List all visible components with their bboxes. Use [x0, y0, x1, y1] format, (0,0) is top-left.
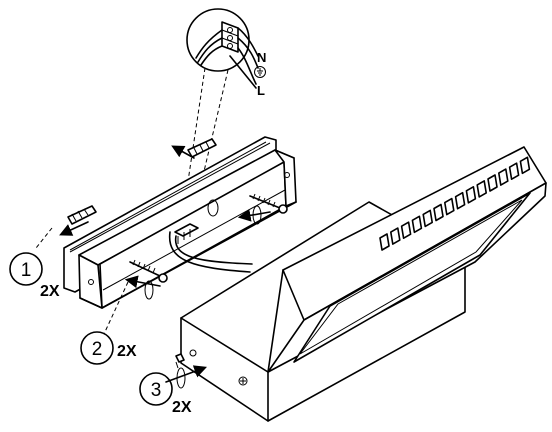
heat-sink-fin: [444, 197, 455, 216]
base-screw-hole: [189, 349, 197, 357]
arrow-plug-top: [171, 145, 195, 159]
power-cable-2: [174, 235, 253, 265]
step-3-circle: [139, 372, 173, 406]
wire-n: [195, 29, 223, 59]
screw-left: [129, 259, 168, 283]
heat-sink-fin: [433, 203, 444, 222]
arrow-screw-side: [165, 365, 208, 383]
earth-icon: [254, 66, 266, 78]
step-3-number: 3: [151, 380, 162, 401]
lead-l: [237, 47, 257, 85]
lead-l-2: [229, 55, 257, 89]
step-1-qty: 2X: [40, 283, 60, 300]
lamp-lens: [293, 192, 531, 363]
heat-sink-fin: [498, 168, 509, 186]
plate-terminal: [174, 223, 199, 244]
heat-sink-fin: [400, 221, 412, 239]
step-2-circle: [80, 331, 114, 365]
terminal-block: [221, 21, 239, 53]
lead-n: [237, 27, 259, 57]
step-2-number: 2: [92, 339, 103, 360]
heat-sink-fin: [476, 180, 487, 198]
heat-sink-fin: [519, 156, 531, 175]
screwdriver-rotation-icon-2: [144, 280, 154, 300]
label-live: L: [257, 83, 265, 98]
step-1-callout: 1 2X: [9, 227, 60, 300]
step-3-callout: 3 2X: [139, 372, 192, 416]
arrow-screw-right: [237, 209, 271, 222]
heat-sink-fin: [422, 209, 433, 228]
wire-earth: [197, 37, 223, 63]
heat-sink-fin: [508, 162, 520, 180]
power-cable: [168, 231, 251, 273]
arrow-screw-left: [124, 275, 161, 289]
arrow-plug-left: [59, 221, 89, 236]
step-1-circle: [9, 252, 43, 286]
step-2-qty: 2X: [117, 343, 137, 360]
cable-entry: [207, 199, 219, 217]
heat-sink-fin: [390, 227, 401, 245]
heat-sink-fin: [465, 186, 477, 204]
plate-hole-right: [284, 172, 290, 178]
heat-sink-fin: [379, 233, 390, 251]
step-1-number: 1: [21, 260, 32, 281]
lead-earth: [237, 37, 259, 69]
heat-sink-fin: [411, 215, 423, 234]
plate-hole-left: [88, 279, 94, 285]
screw-side: [175, 353, 185, 369]
heat-sink-fin: [454, 191, 466, 210]
step-3-qty: 2X: [172, 399, 192, 416]
floodlight: [180, 146, 547, 422]
earth-icon-lines: [257, 68, 263, 76]
screw-right: [249, 193, 288, 214]
side-screw: [238, 376, 248, 386]
wall-plug-top: [187, 138, 217, 158]
heat-sink-fin: [487, 174, 498, 192]
step-2-callout: 2 2X: [80, 281, 137, 365]
wall-plug-left: [67, 205, 97, 225]
heat-sink-fins: [379, 156, 531, 251]
label-neutral: N: [257, 50, 266, 65]
wire-l: [200, 45, 223, 66]
